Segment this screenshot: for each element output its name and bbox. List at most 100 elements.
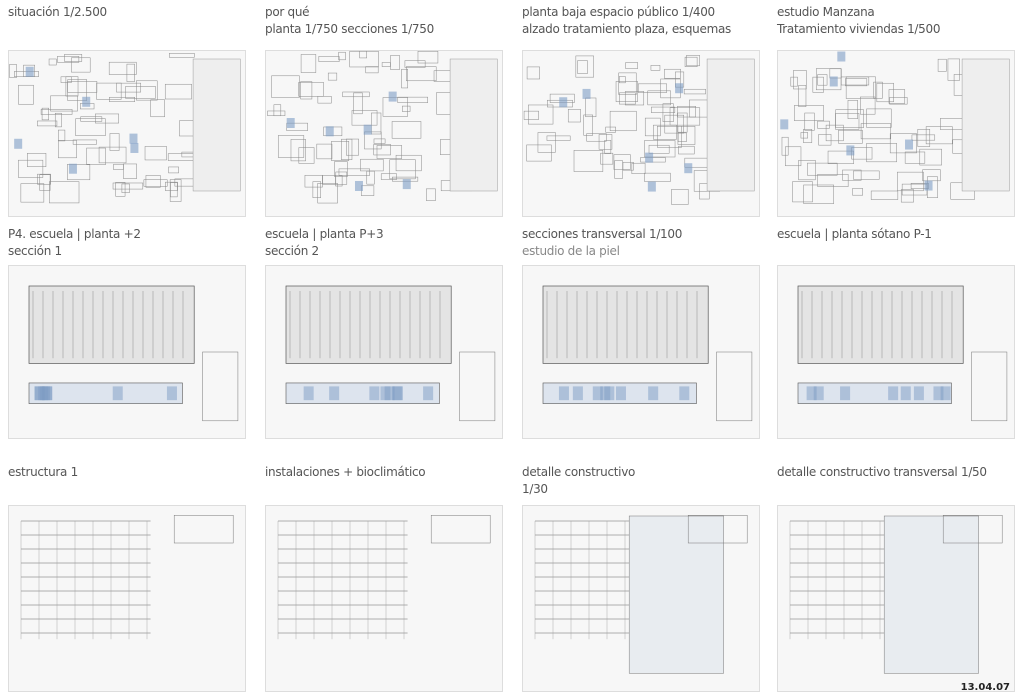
- drawing-mark: [827, 150, 854, 164]
- sheet-drawing-estudio-manzana[interactable]: [777, 50, 1015, 217]
- sheet-caption-detalle-transversal: detalle constructivo transversal 1/50: [777, 464, 987, 481]
- drawing-mark: [174, 178, 196, 187]
- sheet-caption-situacion: situación 1/2.500: [8, 4, 107, 21]
- drawing-mark: [605, 126, 616, 133]
- drawing-mark: [150, 99, 165, 118]
- drawing-mark: [537, 132, 556, 153]
- sheet-drawing-instalaciones[interactable]: [265, 505, 503, 692]
- drawing-mark: [380, 173, 397, 180]
- drawing-mark: [838, 129, 863, 144]
- sheet-drawing-detalle-constructivo[interactable]: [522, 505, 760, 692]
- drawing-accent: [559, 97, 568, 108]
- drawing-mark: [267, 110, 286, 116]
- drawing-mark: [433, 70, 452, 82]
- drawing-mark: [41, 107, 49, 121]
- drawing-mark: [168, 166, 179, 174]
- detail-box: [942, 515, 1003, 544]
- drawing-mark: [650, 65, 661, 71]
- drawing-mark: [575, 55, 594, 78]
- legend-box: [459, 351, 496, 422]
- sheet-drawing-planta-p2[interactable]: [8, 265, 246, 439]
- sheet-subtitle: Tratamiento viviendas 1/500: [777, 22, 941, 36]
- drawing-mark: [96, 82, 122, 100]
- drawing-mark: [365, 66, 379, 74]
- drawing-mark: [169, 179, 182, 202]
- drawing-mark: [18, 84, 34, 105]
- drawing-mark: [586, 133, 607, 142]
- drawing-mark: [115, 182, 126, 197]
- drawing-mark: [404, 60, 426, 68]
- drawing-mark: [116, 82, 142, 93]
- drawing-mark: [360, 185, 375, 196]
- sheet-drawing-planta-sotano[interactable]: [777, 265, 1015, 439]
- sheet-title: estructura 1: [8, 465, 78, 479]
- drawing-mark: [615, 81, 638, 102]
- drawing-mark: [136, 80, 158, 101]
- sheet-caption-estructura: estructura 1: [8, 464, 78, 481]
- drawing-mark: [39, 174, 51, 191]
- legend-box: [971, 351, 1008, 422]
- drawing-mark: [889, 133, 917, 154]
- drawing-mark: [947, 58, 960, 81]
- sheet-drawing-estructura[interactable]: [8, 505, 246, 692]
- drawing-mark: [298, 147, 315, 164]
- sheet-drawing-secciones-transversal[interactable]: [522, 265, 760, 439]
- drawing-mark: [781, 136, 789, 156]
- drawing-mark: [402, 105, 411, 112]
- drawing-mark: [669, 107, 701, 126]
- drawing-accent: [940, 386, 951, 401]
- sheet-drawing-planta-baja[interactable]: [522, 50, 760, 217]
- drawing-mark: [648, 144, 670, 154]
- sheet-drawing-por-que[interactable]: [265, 50, 503, 217]
- drawing-accent: [303, 386, 314, 401]
- drawing-mark: [919, 148, 942, 166]
- drawing-mark: [845, 76, 876, 99]
- drawing-mark: [803, 129, 813, 143]
- drawing-accent: [840, 386, 851, 401]
- drawing-mark: [75, 118, 106, 136]
- sheet-title: secciones transversal 1/100: [522, 227, 683, 241]
- drawing-mark: [65, 76, 79, 97]
- drawing-accent: [933, 386, 944, 401]
- drawing-mark: [664, 114, 684, 134]
- drawing-mark: [401, 68, 408, 89]
- drawing-sidebar: [961, 58, 1010, 192]
- drawing-mark: [143, 179, 168, 187]
- plan-block: [797, 285, 964, 364]
- drawing-accent: [846, 145, 855, 156]
- drawing-mark: [300, 54, 317, 73]
- drawing-mark: [67, 164, 91, 181]
- drawing-accent: [130, 142, 139, 153]
- drawing-mark: [897, 171, 924, 192]
- drawing-accent: [900, 386, 911, 401]
- drawing-mark: [860, 123, 892, 140]
- drawing-mark: [866, 108, 892, 128]
- drawing-mark: [359, 51, 367, 59]
- drawing-mark: [123, 163, 137, 179]
- drawing-mark: [335, 175, 343, 187]
- drawing-accent: [388, 91, 397, 102]
- drawing-accent: [166, 386, 177, 401]
- sheet-drawing-planta-p3[interactable]: [265, 265, 503, 439]
- drawing-accent: [68, 163, 77, 174]
- drawing-mark: [290, 139, 306, 162]
- sheet-drawing-situacion[interactable]: [8, 50, 246, 217]
- drawing-mark: [637, 83, 667, 93]
- drawing-accent: [648, 386, 659, 401]
- drawing-mark: [169, 53, 195, 58]
- legend-box: [716, 351, 753, 422]
- drawing-mark: [618, 72, 637, 95]
- drawing-accent: [645, 152, 654, 163]
- drawing-mark: [840, 76, 870, 86]
- drawing-mark: [835, 113, 860, 130]
- drawing-accent: [363, 124, 372, 135]
- drawing-accent: [905, 139, 914, 150]
- drawing-mark: [95, 113, 119, 124]
- drawing-accent: [112, 386, 123, 401]
- drawing-mark: [376, 145, 403, 159]
- drawing-mark: [671, 189, 689, 205]
- sheet-drawing-detalle-transversal[interactable]: [777, 505, 1015, 692]
- sheet-title: situación 1/2.500: [8, 5, 107, 19]
